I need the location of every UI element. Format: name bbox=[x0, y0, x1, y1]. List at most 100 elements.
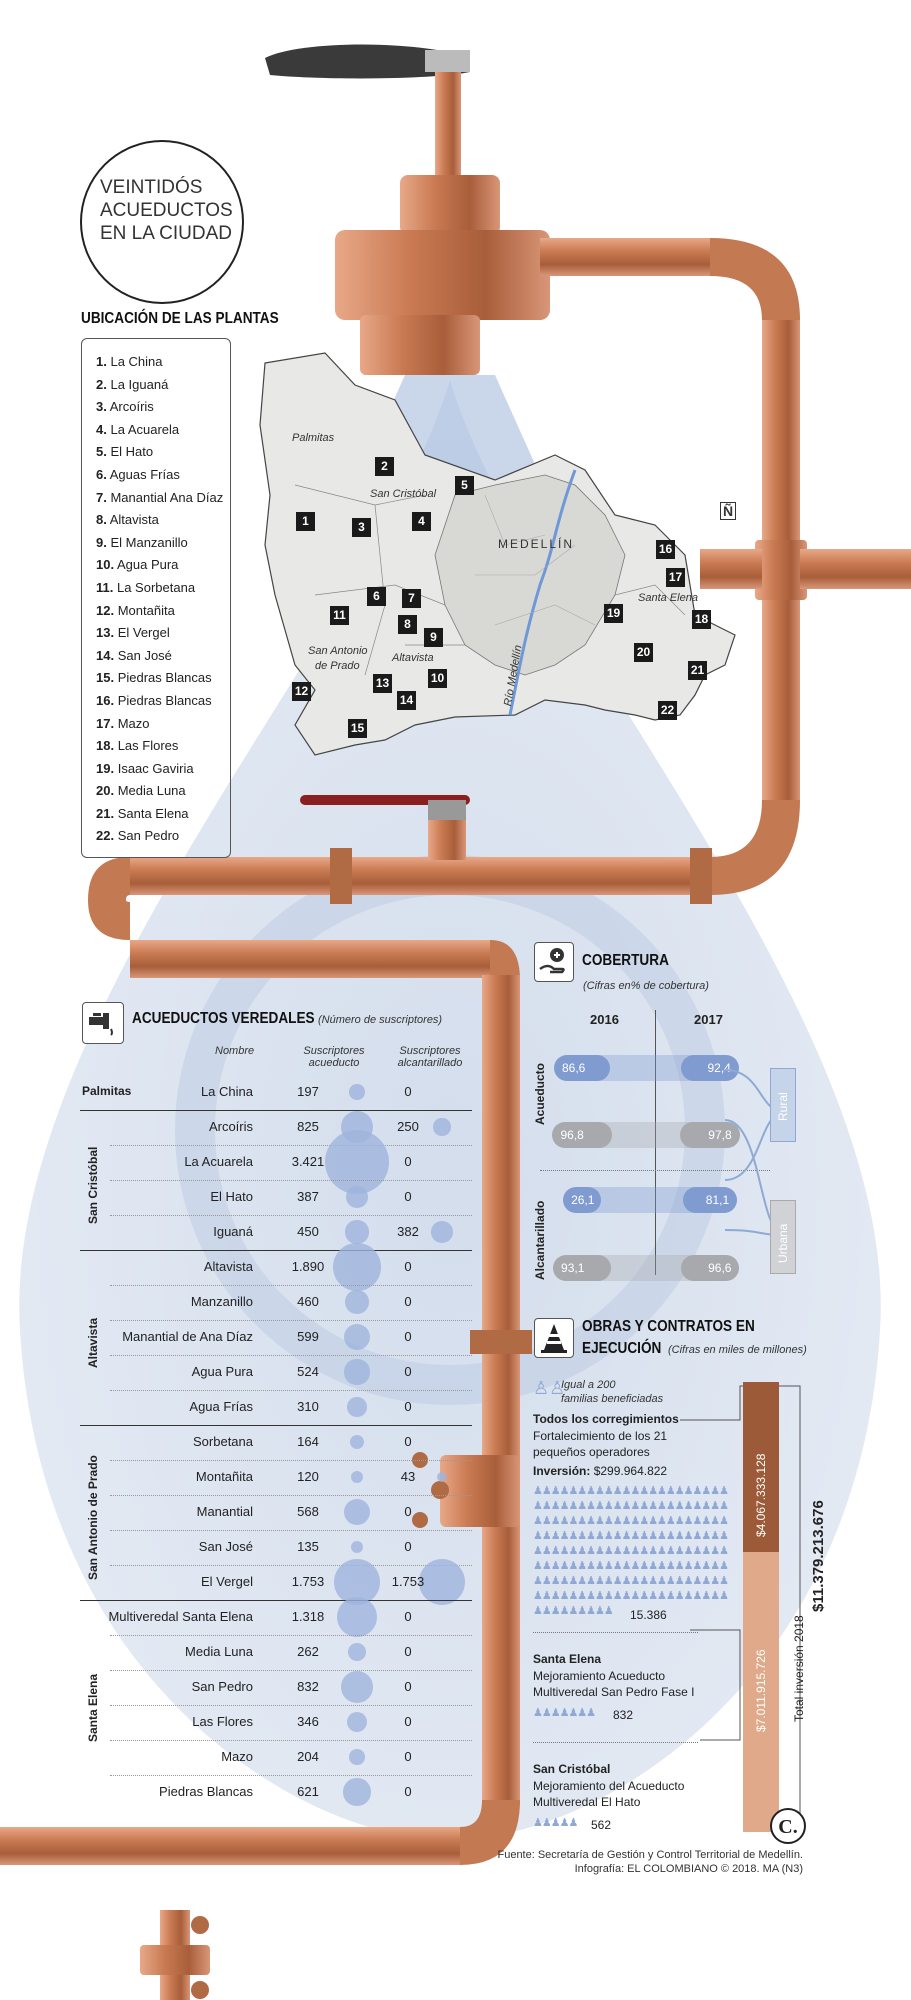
acueducto-value: 262 bbox=[297, 1644, 319, 1659]
obra-3-place: San Cristóbal bbox=[533, 1762, 611, 1776]
obras-subtitle: (Cifras en miles de millones) bbox=[668, 1344, 807, 1356]
footer-infographic: Infografía: EL COLOMBIANO © 2018. MA (N3… bbox=[574, 1863, 803, 1875]
row-name: Las Flores bbox=[192, 1714, 253, 1729]
families-grid: ♟♟♟♟♟♟♟♟♟♟♟♟♟♟♟♟♟♟♟♟♟♟ ♟♟♟♟♟♟♟♟♟♟♟♟♟♟♟♟♟♟… bbox=[533, 1484, 768, 1624]
alcantarillado-value: 0 bbox=[404, 1609, 412, 1624]
obras-heading-2: EJECUCIÓN bbox=[582, 1340, 662, 1357]
alcantarillado-value: 0 bbox=[404, 1364, 412, 1379]
person-icons-row: ♟♟♟♟♟♟♟♟♟♟♟♟♟♟♟♟♟♟♟♟♟♟ bbox=[533, 1515, 729, 1527]
cobertura-heading: COBERTURA bbox=[582, 952, 669, 969]
row-separator bbox=[110, 1634, 472, 1636]
row-name: Mazo bbox=[221, 1749, 253, 1764]
acueducto-bubble bbox=[345, 1290, 369, 1314]
map-marker: 16 bbox=[656, 540, 675, 559]
row-name: Agua Frías bbox=[189, 1399, 253, 1414]
map-marker: 22 bbox=[658, 701, 677, 720]
alcantarillado-value: 0 bbox=[404, 1084, 412, 1099]
map-marker: 8 bbox=[398, 615, 417, 634]
map-label-santa-elena: Santa Elena bbox=[638, 592, 698, 604]
plant-list-item: 17. Mazo bbox=[96, 715, 150, 731]
map-marker: 18 bbox=[692, 610, 711, 629]
plant-list-item: 12. Montañita bbox=[96, 602, 175, 618]
alcantarillado-value: 0 bbox=[404, 1259, 412, 1274]
acueducto-value: 387 bbox=[297, 1189, 319, 1204]
map-marker: 2 bbox=[375, 457, 394, 476]
person-icons-row: ♟♟♟♟♟♟♟♟♟♟♟♟♟♟♟♟♟♟♟♟♟♟ bbox=[533, 1485, 729, 1497]
acueducto-bubble bbox=[325, 1130, 389, 1194]
map-label-medellin: MEDELLÍN bbox=[498, 537, 575, 551]
title-line: VEINTIDÓS bbox=[100, 177, 203, 198]
traffic-cone-icon bbox=[534, 1318, 574, 1358]
coverage-2016-pill: 96,8 bbox=[552, 1122, 612, 1148]
alcantarillado-value: 0 bbox=[404, 1784, 412, 1799]
alcantarillado-bubble bbox=[437, 1472, 447, 1482]
row-separator bbox=[110, 1529, 472, 1531]
plant-list-item: 7. Manantial Ana Díaz bbox=[96, 489, 224, 505]
plant-list-item: 9. El Manzanillo bbox=[96, 534, 188, 550]
acueducto-bubble bbox=[343, 1778, 371, 1806]
map-marker: 19 bbox=[604, 604, 623, 623]
row-name: Manzanillo bbox=[190, 1294, 253, 1309]
map-labels: Palmitas San Cristóbal MEDELLÍN Santa El… bbox=[0, 0, 911, 800]
person-icons-row: ♟♟♟♟♟ bbox=[533, 1817, 578, 1829]
footer-source: Fuente: Secretaría de Gestión y Control … bbox=[497, 1849, 803, 1861]
obra-3-families: 562 bbox=[591, 1818, 612, 1832]
map-marker: 20 bbox=[634, 643, 653, 662]
row-name: Manantial bbox=[196, 1504, 253, 1519]
map-marker: 5 bbox=[455, 476, 474, 495]
row-separator bbox=[110, 1564, 472, 1566]
title-line: ACUEDUCTOS bbox=[100, 200, 233, 221]
row-separator bbox=[110, 1179, 472, 1181]
coverage-2017-pill: 96,6 bbox=[680, 1255, 740, 1281]
obra-2-place: Santa Elena bbox=[533, 1652, 602, 1666]
alcantarillado-value: 0 bbox=[404, 1434, 412, 1449]
map-marker: 13 bbox=[373, 674, 392, 693]
group-label: Santa Elena bbox=[86, 1673, 100, 1742]
row-name: San Pedro bbox=[191, 1679, 253, 1694]
map-label-de-prado: de Prado bbox=[315, 660, 360, 672]
acueducto-bubble bbox=[348, 1643, 366, 1661]
row-separator bbox=[110, 1144, 472, 1146]
plant-list-item: 3. Arcoíris bbox=[96, 399, 154, 415]
person-icons-row: ♟♟♟♟♟♟♟♟♟♟♟♟♟♟♟♟♟♟♟♟♟♟ bbox=[533, 1590, 729, 1602]
row-name: La China bbox=[200, 1084, 253, 1099]
plant-list-item: 10. Agua Pura bbox=[96, 557, 179, 573]
obras-connectors bbox=[680, 1385, 801, 1820]
acueducto-bubble bbox=[337, 1597, 377, 1637]
row-name: Multiveredal Santa Elena bbox=[108, 1609, 253, 1624]
plant-list-item: 4. La Acuarela bbox=[96, 421, 180, 437]
coverage-2016-pill: 26,1 bbox=[563, 1187, 601, 1213]
map-marker: 10 bbox=[428, 669, 447, 688]
plant-list-item: 14. San José bbox=[96, 647, 172, 663]
row-name: Arcoíris bbox=[208, 1119, 253, 1134]
row-separator bbox=[80, 1249, 472, 1251]
investment-bar-top: $4.067.333.128 bbox=[743, 1382, 779, 1552]
row-name: Altavista bbox=[203, 1259, 253, 1274]
plant-list-item: 22. San Pedro bbox=[96, 828, 180, 844]
row-separator bbox=[110, 1319, 472, 1321]
row-name: El Vergel bbox=[200, 1574, 253, 1589]
alcantarillado-value: 0 bbox=[404, 1329, 412, 1344]
coverage-2017-pill: 97,8 bbox=[680, 1122, 740, 1148]
veredales-subtitle: (Número de suscriptores) bbox=[318, 1014, 443, 1026]
map-marker: 21 bbox=[688, 661, 707, 680]
acueducto-bubble bbox=[343, 1498, 371, 1526]
footer-credits: Fuente: Secretaría de Gestión y Control … bbox=[497, 1848, 803, 1876]
alcantarillado-value: 1.753 bbox=[391, 1574, 425, 1589]
acueducto-bubble bbox=[346, 1186, 368, 1208]
alcantarillado-value: 43 bbox=[400, 1469, 416, 1484]
acueducto-bubble bbox=[344, 1359, 370, 1385]
acueducto-bubble bbox=[333, 1243, 381, 1291]
row-name: Agua Pura bbox=[191, 1364, 253, 1379]
zone-label-rural: Rural bbox=[776, 1092, 790, 1121]
plant-list-item: 8. Altavista bbox=[96, 512, 159, 528]
plant-list-item: 5. El Hato bbox=[96, 444, 154, 460]
investment-bar-bottom: $7.011.915.726 bbox=[743, 1552, 779, 1832]
row-separator bbox=[110, 1284, 472, 1286]
acueducto-value: 164 bbox=[297, 1434, 319, 1449]
acueducto-bubble bbox=[341, 1671, 373, 1703]
cobertura-subtitle: (Cifras en% de cobertura) bbox=[583, 980, 709, 992]
person-icons-row: ♟♟♟♟♟♟♟♟♟♟♟♟♟♟♟♟♟♟♟♟♟♟ bbox=[533, 1575, 729, 1587]
